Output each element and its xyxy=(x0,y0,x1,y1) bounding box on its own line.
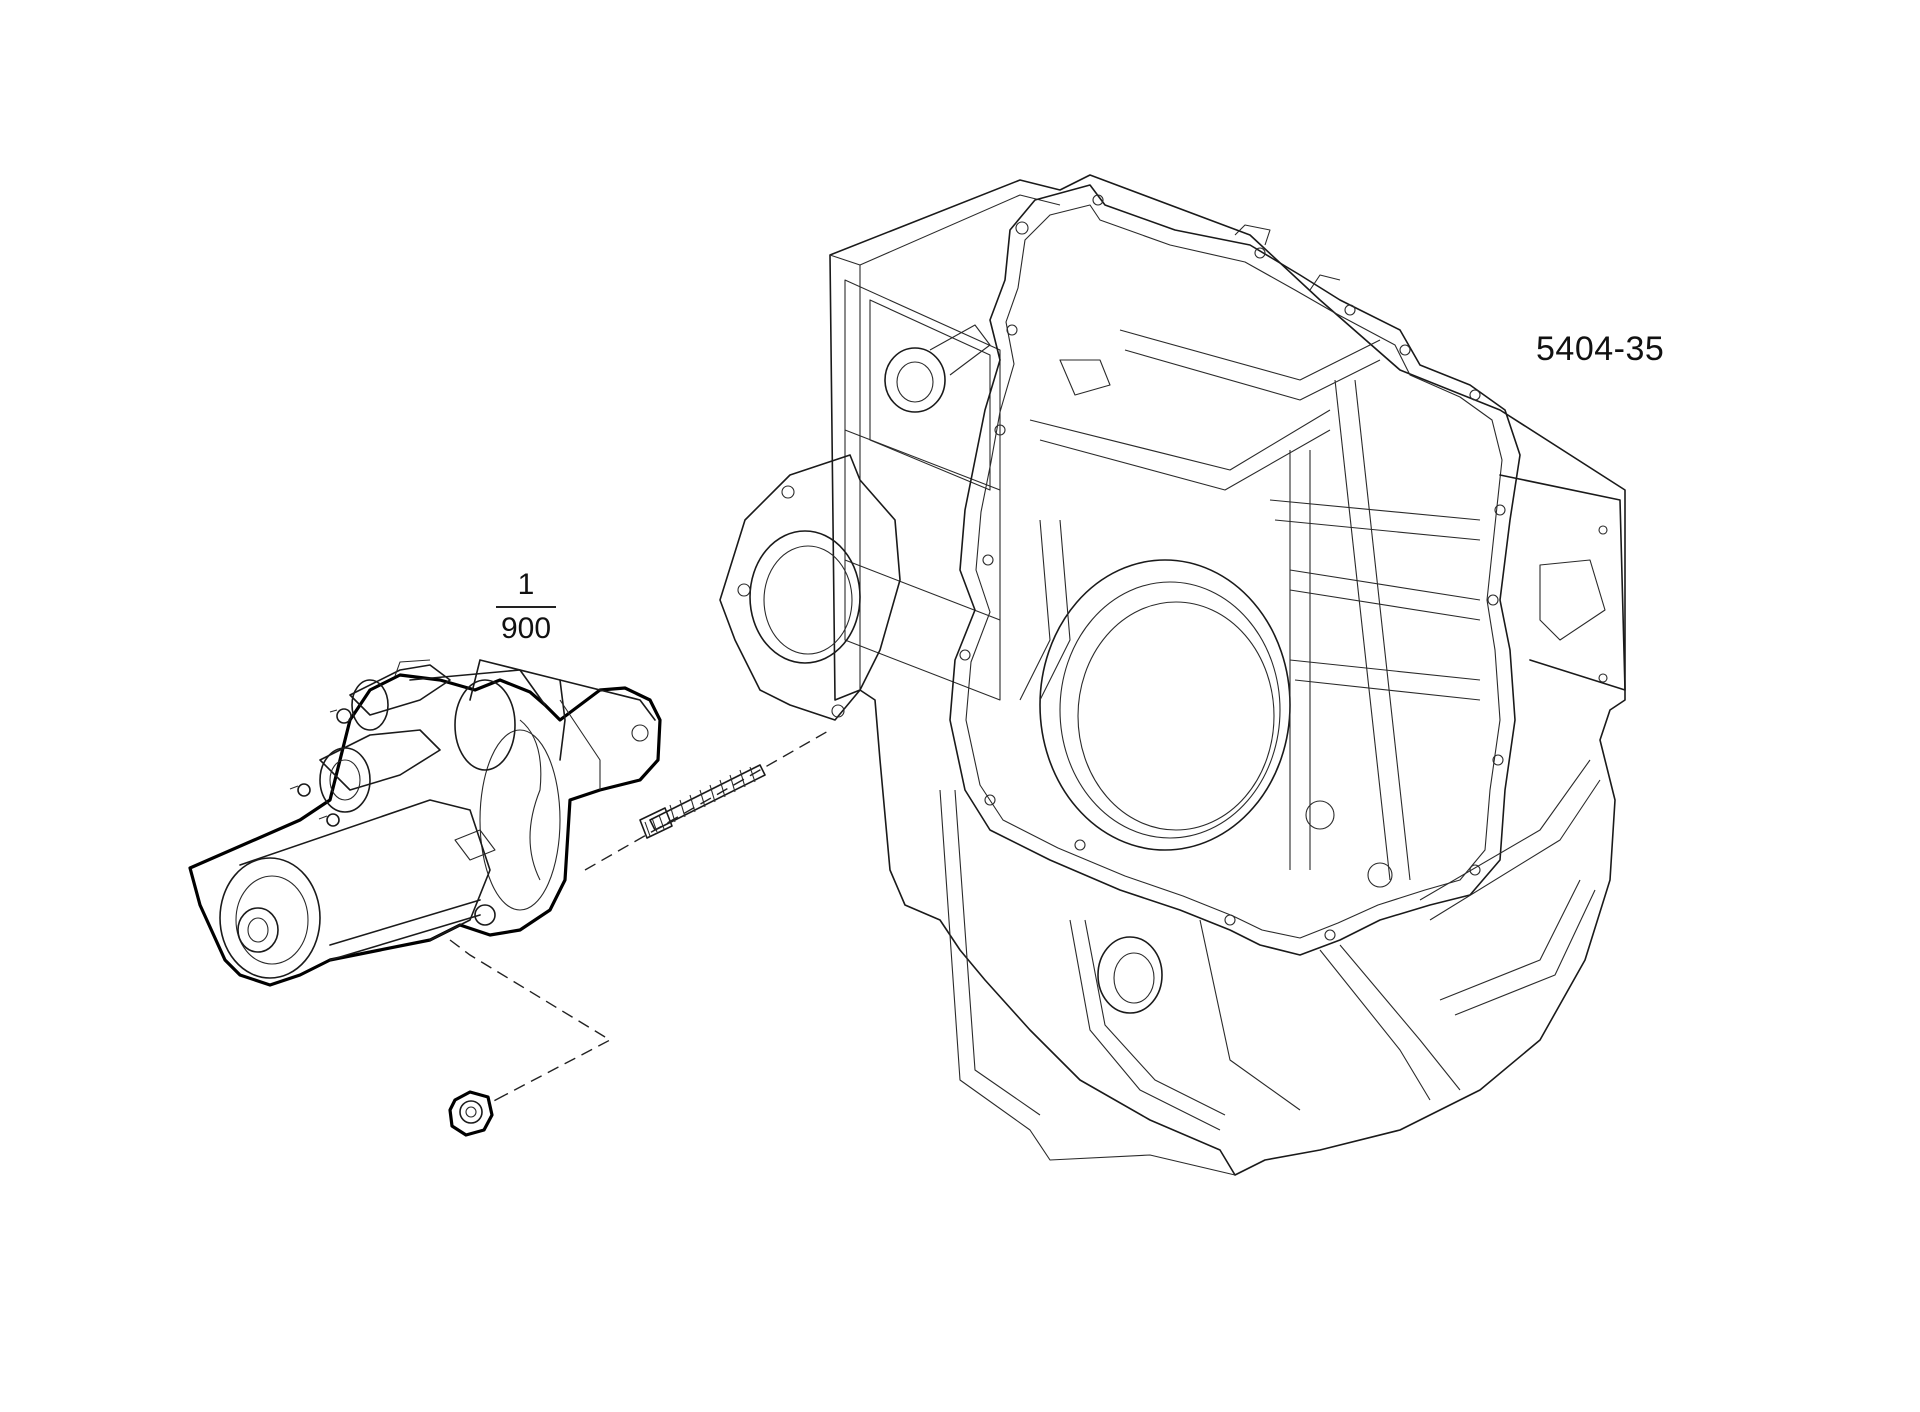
assembly-lines xyxy=(449,729,831,1105)
starter-motor xyxy=(188,659,662,987)
item-quantity: 900 xyxy=(500,612,552,645)
item-callout: 1 900 xyxy=(494,568,558,646)
flange-bolt-holes xyxy=(959,194,1506,941)
mounting-stud xyxy=(639,764,766,839)
item-number: 1 xyxy=(517,568,535,601)
figure-code: 5404-35 xyxy=(1536,330,1665,368)
flywheel-housing xyxy=(719,174,1626,1176)
callout-fraction-bar xyxy=(496,606,556,608)
flange-nut xyxy=(448,1090,494,1137)
